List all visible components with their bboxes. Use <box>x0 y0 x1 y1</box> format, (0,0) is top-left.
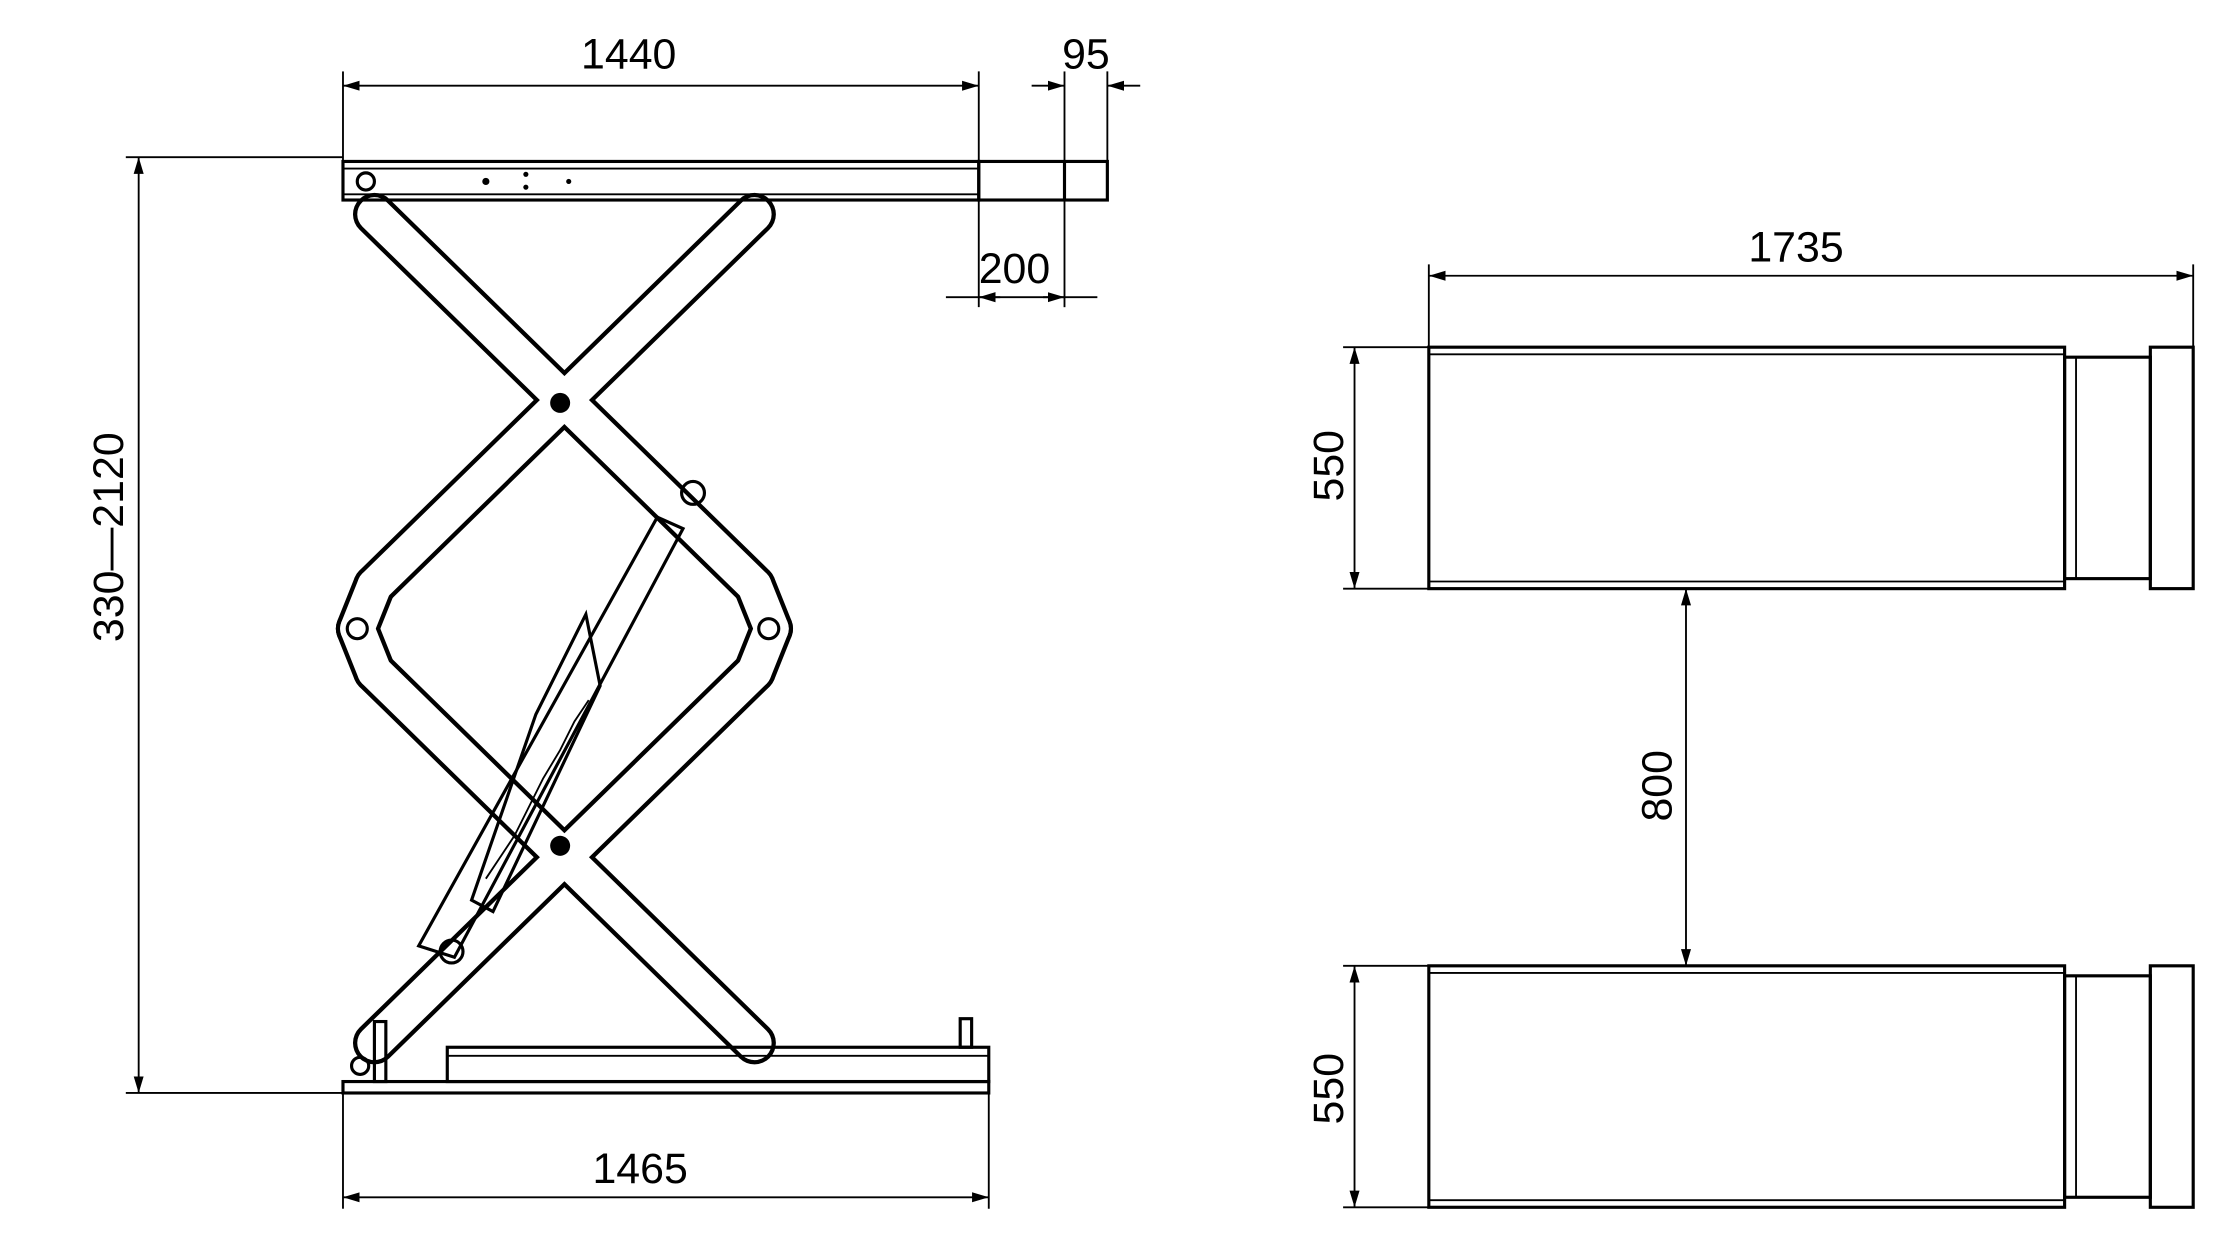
hydraulic-cylinder <box>416 479 707 965</box>
dimension-95: 95 <box>1031 31 1141 162</box>
dimension-1440: 1440 <box>342 31 980 162</box>
top-platform <box>341 159 1109 202</box>
dimension-1735: 1735 <box>1427 223 2195 348</box>
dimension-550-top: 550 <box>1305 346 1429 590</box>
dim-label-extension-end: 95 <box>1062 31 1110 79</box>
dim-label-platform-width-bottom: 550 <box>1305 1053 1353 1125</box>
dimension-550-bottom: 550 <box>1305 964 1429 1209</box>
scissor-arms <box>335 192 794 1065</box>
pivot-lower-icon <box>550 835 571 856</box>
dimension-height: 330—2120 <box>85 156 343 1094</box>
base-frame <box>341 1017 991 1095</box>
dimension-800: 800 <box>1634 588 1692 966</box>
dimension-200: 200 <box>945 200 1098 308</box>
pivot-upper-icon <box>550 392 571 413</box>
dim-label-extension-length: 200 <box>979 245 1051 293</box>
platform-bottom <box>1427 964 2195 1209</box>
dim-label-height-range: 330—2120 <box>85 432 133 642</box>
dimension-1465: 1465 <box>342 1092 990 1209</box>
platform-top <box>1427 345 2195 591</box>
side-view: 1440 95 200 330—2120 1465 <box>85 31 1141 1209</box>
dim-label-top-width: 1440 <box>581 31 676 79</box>
top-view: 1735 550 800 550 <box>1305 223 2195 1209</box>
dim-label-platform-gap: 800 <box>1634 750 1682 822</box>
dim-label-base-width: 1465 <box>592 1145 687 1193</box>
dim-label-platform-width-top: 550 <box>1305 430 1353 502</box>
dim-label-length: 1735 <box>1748 223 1843 271</box>
